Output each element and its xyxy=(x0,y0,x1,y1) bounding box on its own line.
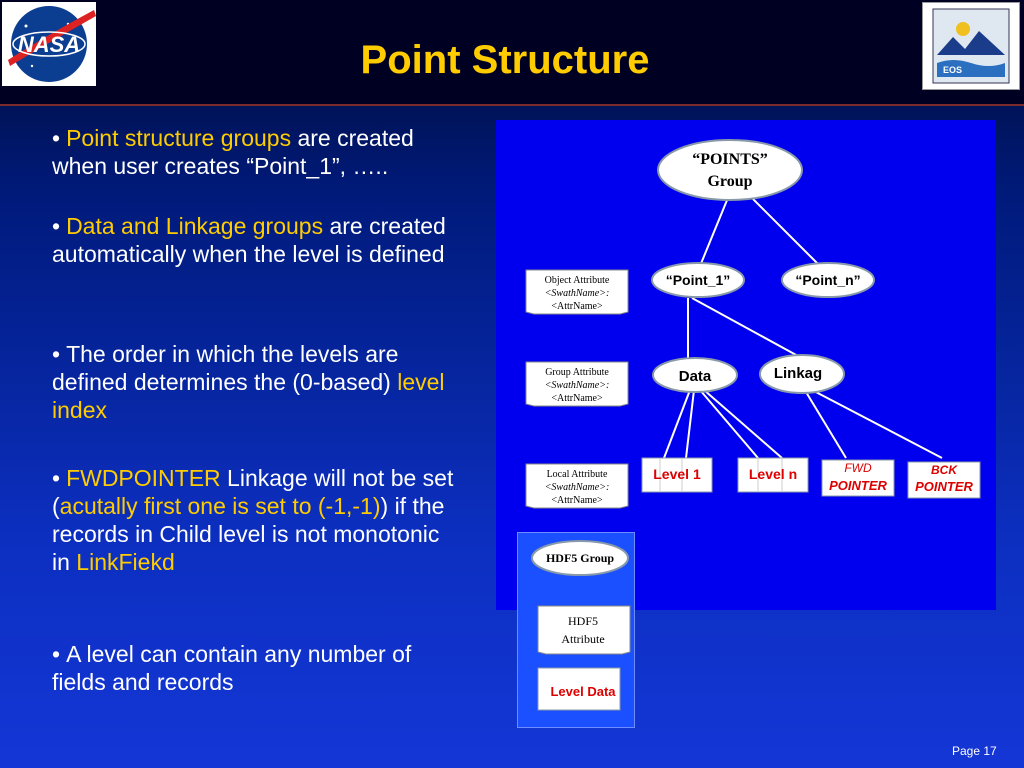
bck-pointer-box: BCK POINTER xyxy=(907,461,981,499)
linkage-label: Linkag xyxy=(774,365,822,382)
highlighted-text: FWDPOINTER xyxy=(66,465,221,491)
data-node: Data xyxy=(652,357,738,393)
local-attribute-line1: Local Attribute xyxy=(547,469,608,480)
bullet-text: The order in which the levels are define… xyxy=(52,341,399,395)
legend-level-data-label: Level Data xyxy=(550,684,616,699)
legend-level-data: Level Data xyxy=(537,667,621,711)
object-attribute-line3: <AttrName> xyxy=(551,301,603,312)
fwd-pointer-line1: FWD xyxy=(844,461,872,475)
bullet-text: ) if the records in Child level is not m… xyxy=(52,493,445,575)
bullet-item: •Point structure groups are created when… xyxy=(52,124,462,180)
bck-pointer-line1: BCK xyxy=(931,463,958,477)
point-1-label: “Point_1” xyxy=(666,272,731,288)
group-attribute-line2: <SwathName>: xyxy=(545,380,610,391)
nasa-logo-text: NASA xyxy=(18,32,80,57)
bullet-marker: • xyxy=(52,213,61,239)
points-group-line2: Group xyxy=(707,173,752,190)
diagram-connectors xyxy=(663,187,943,459)
point-1-node: “Point_1” xyxy=(651,262,745,298)
page-title: Point Structure xyxy=(360,38,650,82)
bullet-marker: • xyxy=(52,641,61,667)
bullet-text: are created when user creates “Point_1”,… xyxy=(52,125,414,179)
bullet-text: A level can contain any number of fields… xyxy=(52,641,412,695)
group-attribute-line1: Group Attribute xyxy=(545,367,609,378)
bullet-item: •A level can contain any number of field… xyxy=(52,640,462,696)
nasa-logo: NASA xyxy=(2,2,96,86)
group-attribute-box: Group Attribute <SwathName>: <AttrName> xyxy=(525,361,629,407)
object-attribute-box: Object Attribute <SwathName>: <AttrName> xyxy=(525,269,629,315)
legend-hdf5-attribute: HDF5 Attribute xyxy=(537,605,631,655)
object-attribute-line2: <SwathName>: xyxy=(545,288,610,299)
point-n-node: “Point_n” xyxy=(781,262,875,298)
page-number: Page 17 xyxy=(952,744,997,758)
fwd-pointer-box: FWD POINTER xyxy=(821,459,895,497)
highlighted-text: Point structure groups xyxy=(66,125,292,151)
bullet-item: •The order in which the levels are defin… xyxy=(52,340,462,424)
level-n-label: Level n xyxy=(749,466,797,482)
bullet-marker: • xyxy=(52,125,61,151)
highlighted-text: LinkFiekd xyxy=(76,549,175,575)
legend-hdf5-attribute-line1: HDF5 xyxy=(568,614,598,628)
bullet-item: •Data and Linkage groups are created aut… xyxy=(52,212,462,268)
legend-hdf5-attribute-line2: Attribute xyxy=(561,632,604,646)
bullet-marker: • xyxy=(52,465,61,491)
object-attribute-line1: Object Attribute xyxy=(545,275,610,286)
level-1-label: Level 1 xyxy=(653,466,701,482)
linkage-node: Linkag xyxy=(759,354,845,394)
points-group-line1: “POINTS” xyxy=(692,151,768,168)
highlighted-text: acutally first one is set to (-1,-1) xyxy=(59,493,381,519)
local-attribute-line2: <SwathName>: xyxy=(545,482,610,493)
group-attribute-line3: <AttrName> xyxy=(551,393,603,404)
highlighted-text: Data and Linkage groups xyxy=(66,213,324,239)
legend-hdf5-group-label: HDF5 Group xyxy=(546,551,614,565)
slide-header xyxy=(0,0,1024,104)
legend-hdf5-group: HDF5 Group xyxy=(531,540,629,576)
points-group-node: “POINTS” Group xyxy=(657,139,803,201)
fwd-pointer-line2: POINTER xyxy=(829,478,887,493)
bullet-marker: • xyxy=(52,341,61,367)
bullet-text: are created automatically when the level… xyxy=(52,213,446,267)
header-divider xyxy=(0,104,1024,106)
eos-logo-text: EOS xyxy=(943,65,962,75)
point-n-label: “Point_n” xyxy=(795,272,860,288)
bck-pointer-line2: POINTER xyxy=(915,479,973,494)
eos-logo: EOS xyxy=(922,2,1020,90)
highlighted-text: level index xyxy=(52,369,445,423)
bullet-item: •FWDPOINTER Linkage will not be set (acu… xyxy=(52,464,462,576)
data-label: Data xyxy=(679,368,712,385)
bullet-text: Linkage will not be set ( xyxy=(52,465,454,519)
local-attribute-box: Local Attribute <SwathName>: <AttrName> xyxy=(525,463,629,509)
level-n-box: Level n xyxy=(737,457,809,493)
level-1-box: Level 1 xyxy=(641,457,713,493)
local-attribute-line3: <AttrName> xyxy=(551,495,603,506)
